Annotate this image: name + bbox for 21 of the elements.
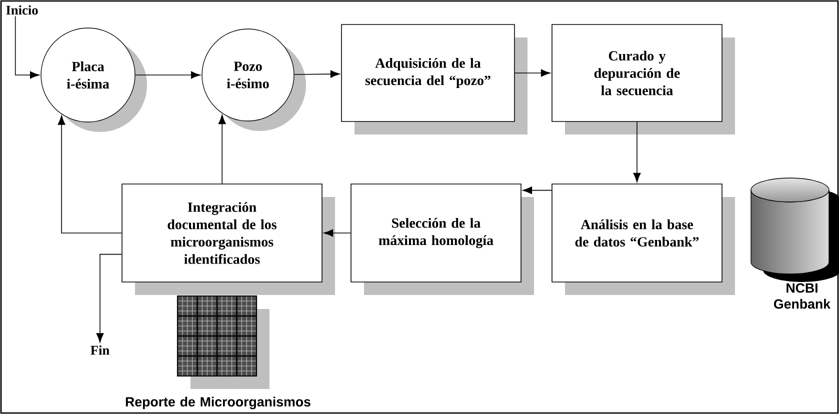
process-box: Curado y depuración de la secuencia [552, 24, 722, 122]
node-label: NCBI Genbank [774, 283, 831, 309]
arrow [58, 115, 122, 234]
arrow [324, 229, 351, 237]
arrow [218, 114, 226, 184]
arrow [134, 71, 200, 79]
terminal-label: Inicio [6, 5, 38, 15]
process-box: Adquisición de la secuencia del “pozo” [341, 24, 515, 122]
process-box: Integración documental de los microorganismos identificados [122, 184, 322, 282]
arrow [514, 69, 550, 77]
process-box: Análisis en la base de datos “Genbank” [552, 184, 722, 282]
arrow [294, 70, 340, 78]
node-label: Reporte de Microorganismos [126, 396, 310, 410]
terminal-label: Fin [90, 345, 110, 355]
database-cylinder [750, 178, 839, 282]
arrow [633, 122, 641, 182]
arrow [96, 254, 122, 343]
report-grid-drawing [176, 295, 270, 389]
arrow [14, 16, 40, 79]
arrow [522, 186, 552, 194]
process-box: Selección de la máxima homología [350, 184, 522, 282]
